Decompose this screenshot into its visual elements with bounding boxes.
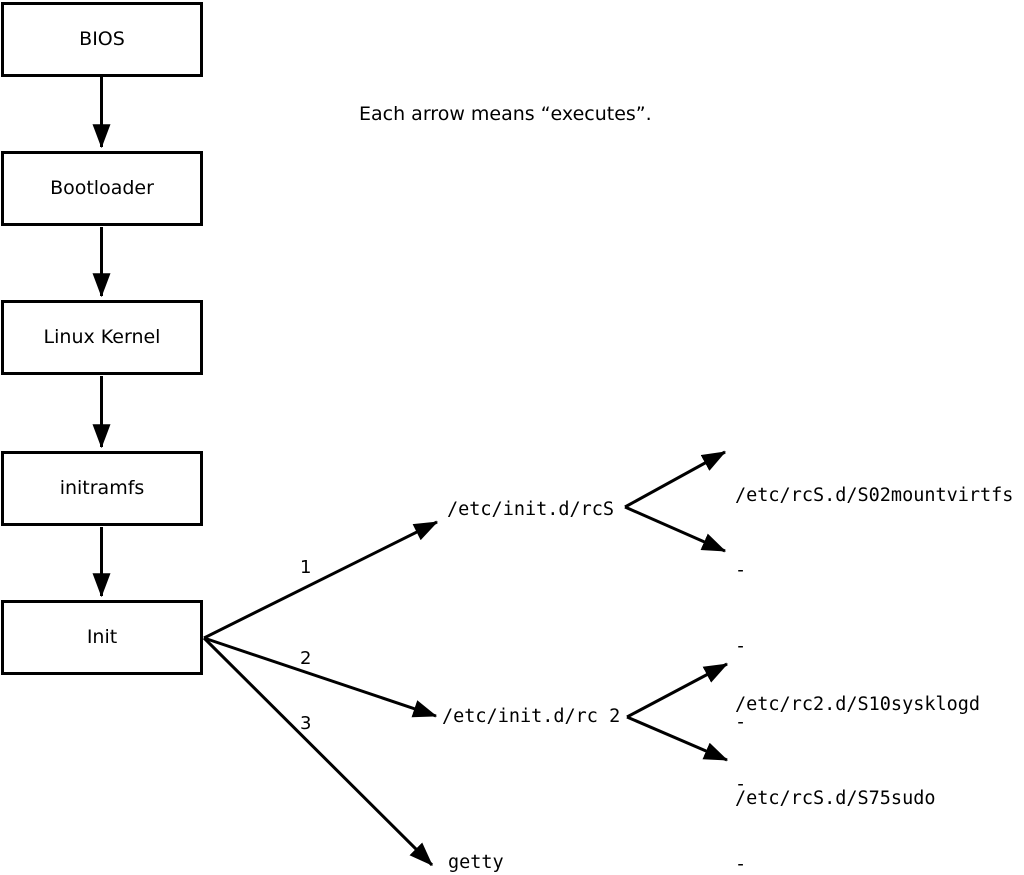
box-bios-label: BIOS <box>79 28 125 50</box>
box-linux-kernel: Linux Kernel <box>1 300 203 375</box>
rcS-directory-listing: /etc/rcS.d/S02mountvirtfs - - - /etc/rcS… <box>735 432 1013 862</box>
rc2-script-S10sysklogd: /etc/rc2.d/S10sysklogd <box>735 694 981 716</box>
arrow-init-to-rcS <box>203 520 439 640</box>
node-getty: getty <box>448 851 504 873</box>
rcS-ellipsis-dash: - <box>735 712 747 734</box>
rcS-ellipsis-dash: - <box>735 636 747 658</box>
box-initramfs-label: initramfs <box>59 477 145 499</box>
box-bootloader-label: Bootloader <box>50 177 154 199</box>
rcS-script-S02mountvirtfs: /etc/rcS.d/S02mountvirtfs <box>735 484 1014 506</box>
rc2-directory-listing: /etc/rc2.d/S10sysklogd - - - /etc/rc2.d/… <box>735 639 980 875</box>
arrow-init-to-rc2 <box>203 636 438 718</box>
edge-label-3: 3 <box>300 713 312 734</box>
box-linux-kernel-label: Linux Kernel <box>43 326 161 348</box>
diagram-caption: Each arrow means “executes”. <box>359 103 652 125</box>
arrow-rcS-to-S02mountvirtfs <box>624 450 727 509</box>
box-init-label: Init <box>86 626 118 648</box>
arrow-init-to-getty <box>202 636 434 867</box>
box-initramfs: initramfs <box>1 451 203 526</box>
box-init: Init <box>1 600 203 675</box>
node-etc-init-d-rcS: /etc/init.d/rcS <box>447 498 615 520</box>
arrow-rc2-to-S10sysklogd <box>626 662 729 719</box>
rc2-ellipsis-dash: - <box>735 773 747 795</box>
edge-label-2: 2 <box>300 648 312 669</box>
rc2-ellipsis-dash: - <box>735 853 747 875</box>
box-bootloader: Bootloader <box>1 151 203 226</box>
rcS-ellipsis-dash: - <box>735 560 747 582</box>
edge-label-1: 1 <box>300 557 312 578</box>
arrow-rcS-to-S75sudo <box>624 505 727 553</box>
arrow-rc2-to-S99gdm <box>626 715 729 762</box>
node-etc-init-d-rc2: /etc/init.d/rc 2 <box>442 705 621 727</box>
box-bios: BIOS <box>1 2 203 77</box>
rcS-script-S75sudo: /etc/rcS.d/S75sudo <box>735 788 936 810</box>
